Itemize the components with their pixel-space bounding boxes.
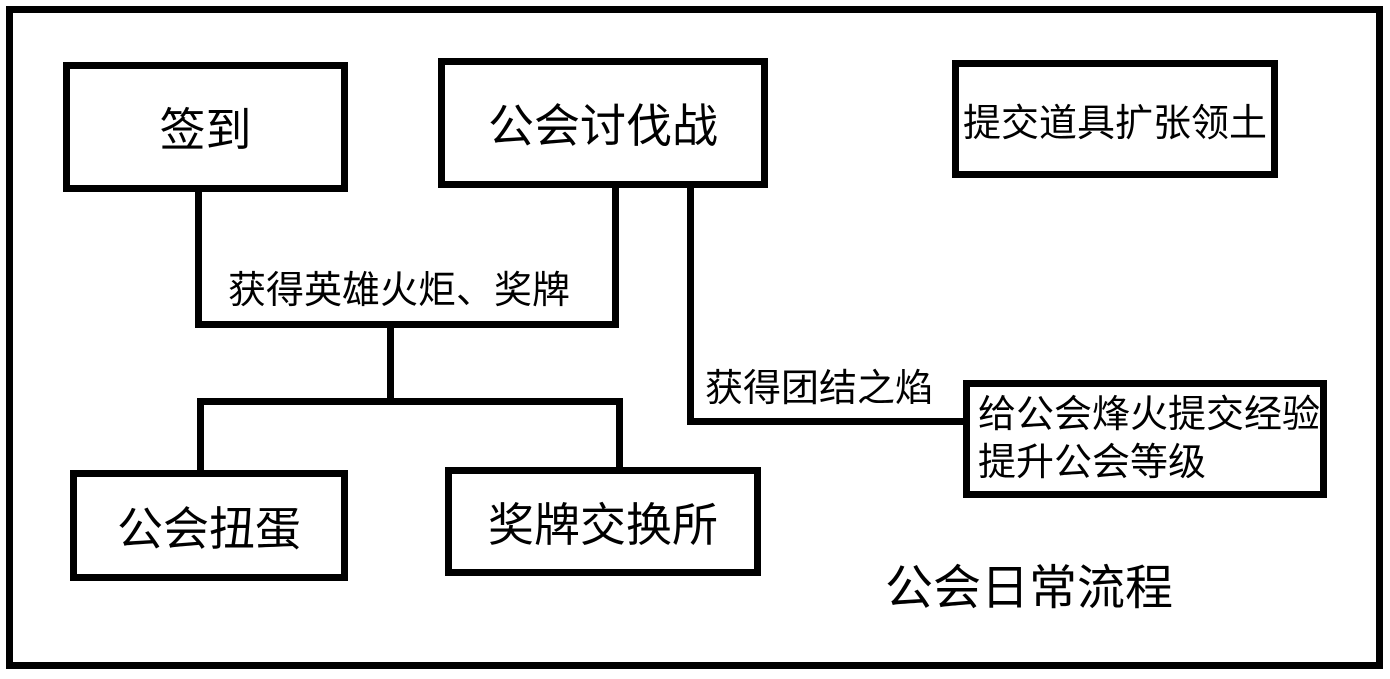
- connector-crusade-down-right: [687, 184, 694, 425]
- connector-mid-down: [387, 325, 394, 405]
- connector-gacha-down: [197, 403, 204, 473]
- node-medal-exchange: 奖牌交换所: [445, 467, 761, 576]
- connector-crusade-down-left: [612, 184, 619, 328]
- connector-unity-horizontal: [687, 418, 969, 425]
- connector-signin-down: [195, 189, 202, 328]
- edge-label-unity-flame: 获得团结之焰: [705, 368, 934, 410]
- connector-lower-horizontal: [197, 398, 623, 405]
- connector-medal-down: [616, 403, 623, 471]
- node-submit-items-expand-territory: 提交道具扩张领土: [952, 60, 1278, 178]
- node-guild-beacon-exp: 给公会烽火提交经验 提升公会等级: [963, 380, 1327, 498]
- edge-label-hero-torch-medal: 获得英雄火炬、奖牌: [228, 270, 571, 312]
- node-guild-crusade: 公会讨伐战: [438, 58, 768, 188]
- connector-torch-horizontal: [195, 321, 619, 328]
- diagram-title: 公会日常流程: [885, 562, 1174, 615]
- node-sign-in: 签到: [63, 62, 348, 192]
- node-guild-beacon-exp-line1: 给公会烽火提交经验: [978, 394, 1321, 436]
- node-guild-beacon-exp-line2: 提升公会等级: [978, 442, 1207, 484]
- node-guild-gacha: 公会扭蛋: [70, 470, 348, 581]
- outer-border: [6, 6, 1383, 669]
